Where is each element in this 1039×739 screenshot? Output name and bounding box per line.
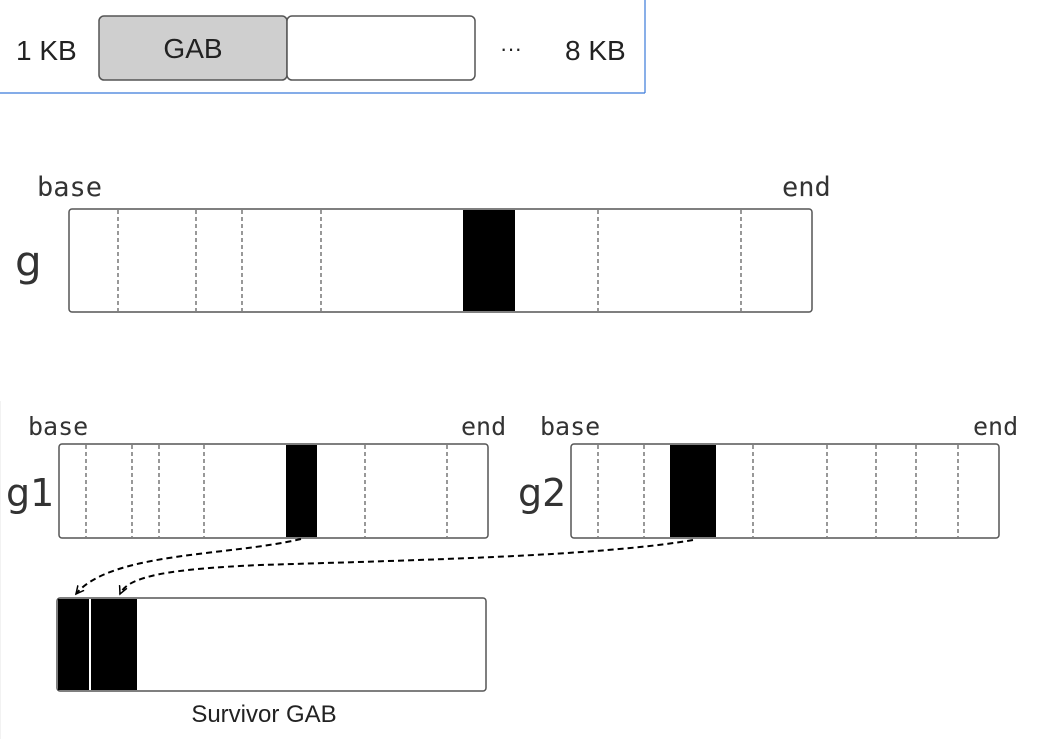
g-separators — [117, 210, 742, 311]
g-name: g — [15, 237, 42, 286]
g2-live-object — [670, 445, 716, 537]
g2-separators — [597, 445, 959, 537]
g1-separators — [85, 445, 448, 537]
g1-live-object — [286, 445, 317, 537]
g2-base-label: base — [540, 412, 600, 441]
survivor-label: Survivor GAB — [191, 701, 336, 728]
generation-g2: base end g2 — [518, 412, 1018, 539]
g-live-object — [463, 210, 515, 311]
g2-to-survivor-arrow — [120, 539, 694, 594]
g2-block — [570, 443, 1000, 539]
g1-block — [58, 443, 489, 539]
g1-to-survivor-arrow — [76, 538, 302, 594]
size-max-label: 8 KB — [565, 35, 626, 66]
g-end-label: end — [782, 172, 831, 203]
survivor-copied-object-g1 — [58, 599, 89, 690]
gab-label: GAB — [163, 33, 222, 64]
copy-arrows — [76, 538, 694, 594]
g1-end-label: end — [461, 412, 506, 441]
size-class-frame — [0, 0, 646, 94]
g2-end-label: end — [973, 412, 1018, 441]
ellipsis: ··· — [500, 36, 522, 61]
g-block — [68, 208, 813, 313]
g-base-label: base — [37, 172, 102, 203]
g1-name: g1 — [6, 471, 54, 515]
generation-g1: base end g1 — [0, 401, 506, 739]
g1-base-label: base — [28, 412, 88, 441]
survivor-copied-object-g2 — [91, 599, 137, 690]
next-size-box — [286, 15, 476, 81]
survivor-gab: Survivor GAB — [56, 597, 487, 728]
size-min-label: 1 KB — [16, 35, 77, 66]
survivor-block — [56, 597, 487, 692]
g2-name: g2 — [518, 471, 566, 515]
generation-g: base end g — [15, 172, 831, 313]
size-class-row: 1 KB GAB ··· 8 KB — [0, 0, 646, 94]
